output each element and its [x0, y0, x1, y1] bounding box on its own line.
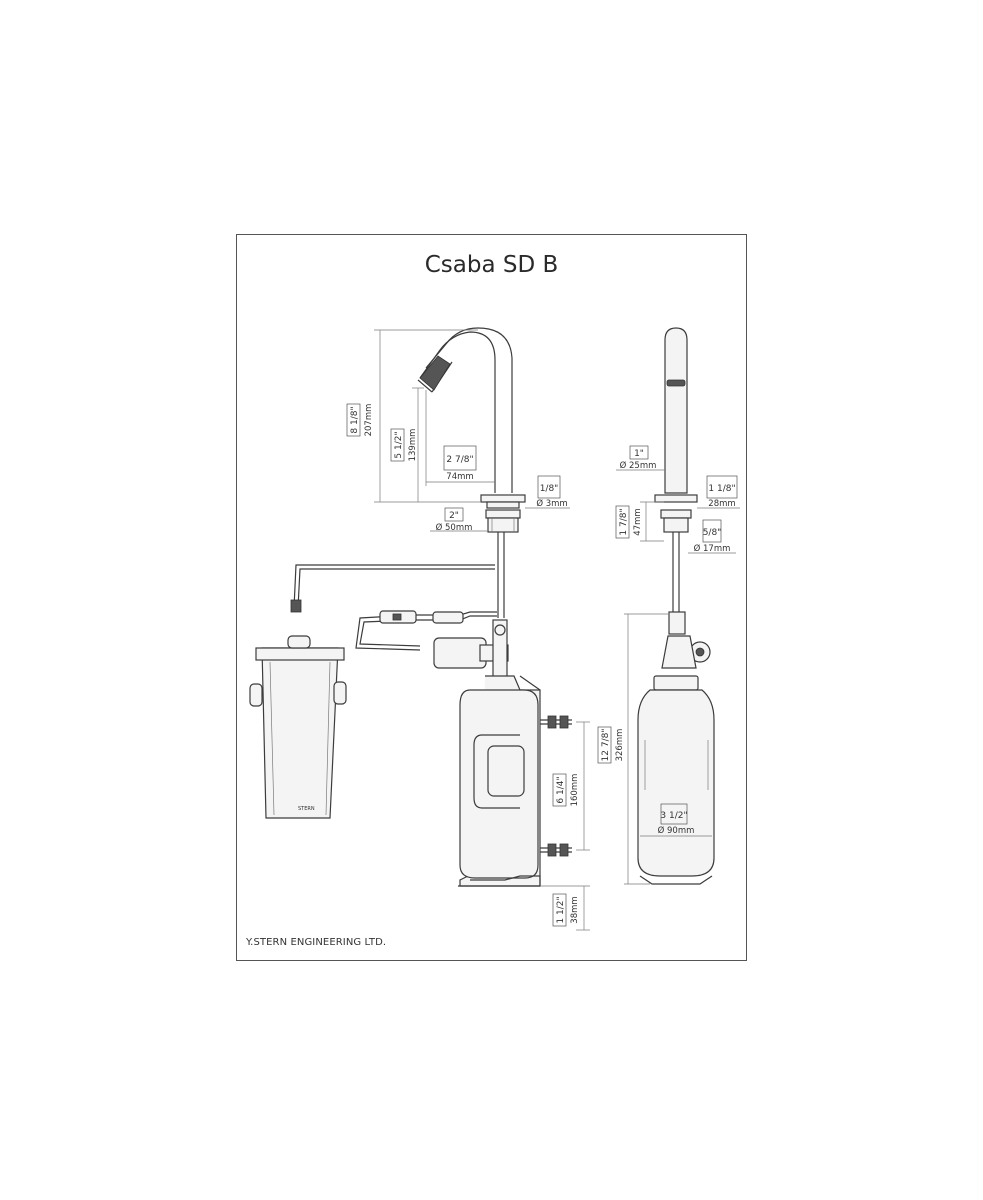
dim-tank-height-frac: 12 7/8"	[601, 729, 611, 762]
dim-outlet-height-frac: 5 1/2"	[394, 431, 404, 458]
dim-reach-frac: 2 7/8"	[446, 455, 473, 465]
dim-shank-dia-frac: 5/8"	[703, 528, 722, 538]
dim-bracket-frac: 6 1/4"	[556, 776, 566, 803]
dim-tank-dia-frac: 3 1/2"	[660, 811, 687, 821]
dim-shank-len-frac: 1 7/8"	[619, 508, 629, 535]
dim-tank-height-mm: 326mm	[615, 729, 625, 762]
faucet-side-view	[654, 327, 698, 615]
sensor-cables	[290, 564, 497, 651]
dim-spout-height-frac: 8 1/8"	[350, 406, 360, 433]
drawing-title: Csaba SD B	[424, 252, 559, 278]
dim-shank-len-mm: 47mm	[633, 508, 643, 535]
dim-tank-dia-mm: Ø 90mm	[658, 825, 695, 836]
dim-hole-frac: 1/8"	[540, 484, 559, 494]
dim-base-frac: 2"	[449, 511, 459, 521]
dim-base-mm: Ø 50mm	[436, 522, 473, 533]
dim-spout-dia-frac: 1"	[634, 449, 644, 459]
dim-shank-dia-mm: Ø 17mm	[694, 543, 731, 554]
dim-hole-mm: Ø 3mm	[536, 498, 567, 509]
battery-brand-label: STERN	[298, 806, 315, 812]
soap-tank-front-view	[433, 619, 572, 887]
soap-tank-side-view	[637, 611, 715, 885]
dim-bracket-mm: 160mm	[570, 774, 580, 807]
faucet-front-view	[417, 327, 526, 618]
dimension-labels: 8 1/8" 207mm 5 1/2" 139mm 2 7/8" 74mm 1/…	[346, 404, 738, 927]
dim-reach-mm: 74mm	[446, 472, 473, 482]
dim-spout-height-mm: 207mm	[364, 404, 374, 437]
dim-bottom-mm: 38mm	[570, 896, 580, 923]
dim-outlet-height-mm: 139mm	[408, 429, 418, 462]
dim-side-height-mm: 28mm	[708, 499, 735, 509]
dim-side-height-frac: 1 1/8"	[708, 484, 735, 494]
battery-box: STERN	[249, 635, 347, 819]
dim-spout-dia-mm: Ø 25mm	[620, 460, 657, 471]
dimension-lines	[374, 329, 740, 931]
dim-bottom-frac: 1 1/2"	[556, 896, 566, 923]
company-name: Y.STERN ENGINEERING LTD.	[246, 937, 387, 948]
drawing-frame	[236, 234, 747, 961]
